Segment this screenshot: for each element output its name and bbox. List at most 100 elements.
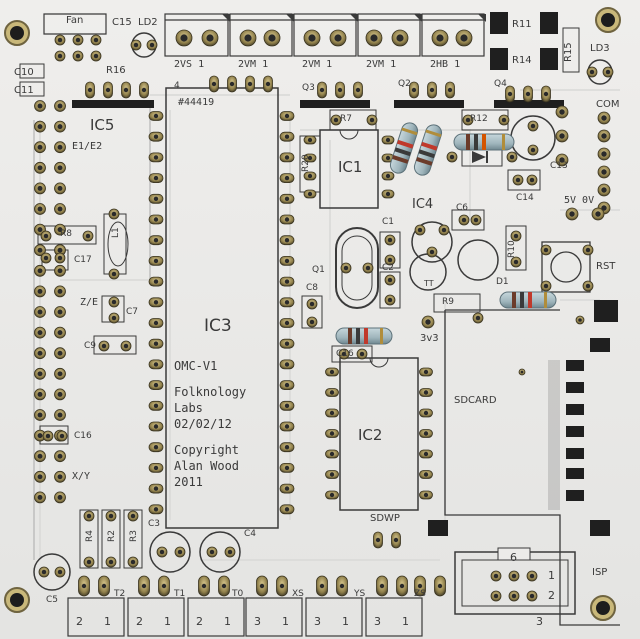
drill-hole	[111, 299, 117, 305]
drill-hole	[37, 288, 43, 294]
drill-hole	[284, 403, 290, 408]
drill-hole	[153, 279, 159, 284]
ref-c9: C9	[84, 341, 97, 351]
com-label: COM	[596, 99, 620, 110]
drill-hole	[37, 185, 43, 191]
drill-hole	[149, 42, 155, 48]
drill-hole	[37, 309, 43, 315]
ref-c15: C15	[112, 17, 132, 28]
drill-hole	[319, 87, 325, 93]
pin-number: 1	[104, 615, 111, 628]
5v-0v-label: 5V 0V	[564, 195, 595, 206]
drill-hole	[585, 247, 591, 253]
drill-hole	[37, 247, 43, 253]
isp-pin2-label: 2	[548, 589, 555, 602]
ref-r14: R14	[512, 55, 532, 66]
maker-name: Folknology	[174, 385, 247, 399]
drill-hole	[329, 451, 335, 457]
drill-hole	[93, 37, 99, 43]
pin-number: 3	[374, 615, 381, 628]
drill-hole	[57, 494, 63, 500]
drill-hole	[365, 265, 371, 271]
drill-hole	[141, 583, 147, 589]
drill-hole	[57, 185, 63, 191]
drill-hole	[177, 549, 183, 555]
drill-hole	[334, 34, 342, 42]
drill-hole	[387, 237, 393, 243]
drill-hole	[465, 117, 471, 123]
ref-q4: Q4	[494, 79, 507, 89]
drill-hole	[105, 87, 111, 93]
drill-hole	[605, 69, 611, 75]
drill-hole	[309, 319, 315, 325]
ref-d1: D1	[496, 277, 509, 287]
drill-hole	[284, 300, 290, 305]
drill-hole	[75, 37, 81, 43]
drill-hole	[153, 403, 159, 408]
drill-hole	[111, 271, 117, 277]
drill-hole	[37, 103, 43, 109]
drill-hole	[284, 217, 290, 222]
drill-hole	[543, 283, 549, 289]
drill-hole	[399, 583, 405, 589]
drill-hole	[45, 433, 51, 439]
drill-hole	[543, 91, 549, 97]
drill-hole	[387, 277, 393, 283]
pin-number: 3	[254, 615, 261, 628]
drill-hole	[329, 492, 335, 498]
drill-hole	[259, 583, 265, 589]
drill-hole	[393, 537, 399, 543]
drill-hole	[265, 81, 271, 87]
drill-hole	[309, 301, 315, 307]
drill-hole	[206, 34, 214, 42]
drill-hole	[423, 410, 429, 416]
drill-hole	[153, 113, 159, 119]
drill-hole	[153, 134, 159, 139]
drill-hole	[108, 513, 114, 519]
drill-hole	[108, 559, 114, 565]
board-version: OMC-V1	[174, 359, 218, 373]
drill-hole	[284, 258, 290, 264]
drill-hole	[370, 34, 378, 42]
isp-header-number: 6	[510, 551, 517, 564]
t1-label: T1	[174, 589, 186, 599]
drill-hole	[319, 583, 325, 589]
drill-hole	[513, 259, 519, 265]
drill-hole	[308, 34, 316, 42]
drill-hole	[153, 300, 159, 305]
drill-hole	[284, 507, 290, 512]
drill-hole	[284, 465, 290, 471]
drill-hole	[221, 583, 227, 589]
drill-hole	[59, 433, 65, 439]
copyright-year: 2011	[174, 475, 203, 489]
drill-hole	[37, 124, 43, 130]
drill-hole	[57, 371, 63, 377]
drill-hole	[153, 155, 159, 160]
mounting-holes	[4, 7, 621, 621]
connector-label-1: 2VS 1	[174, 59, 205, 70]
ref-ic2: IC2	[358, 426, 383, 444]
drill-hole	[529, 177, 535, 183]
drill-hole	[423, 451, 429, 457]
q-number: 4	[174, 81, 180, 91]
copyright-label: Copyright	[174, 443, 240, 457]
drill-hole	[284, 238, 290, 243]
drill-hole	[559, 109, 565, 115]
maker-labs: Labs	[174, 401, 203, 415]
connector-label-3: 2VM 1	[302, 59, 333, 70]
drill-hole	[578, 318, 582, 322]
drill-hole	[601, 187, 607, 193]
drill-hole	[329, 431, 335, 436]
drill-hole	[530, 123, 536, 129]
board-date: 02/02/12	[174, 417, 232, 431]
drill-hole	[161, 583, 167, 589]
drill-hole	[130, 559, 136, 565]
drill-hole	[329, 410, 335, 416]
drill-hole	[57, 255, 63, 261]
drill-hole	[423, 431, 429, 436]
drill-hole	[57, 412, 63, 418]
drill-hole	[93, 53, 99, 59]
isp-label: ISP	[592, 567, 608, 578]
drill-hole	[37, 227, 43, 233]
ref-c6: C6	[456, 203, 469, 213]
